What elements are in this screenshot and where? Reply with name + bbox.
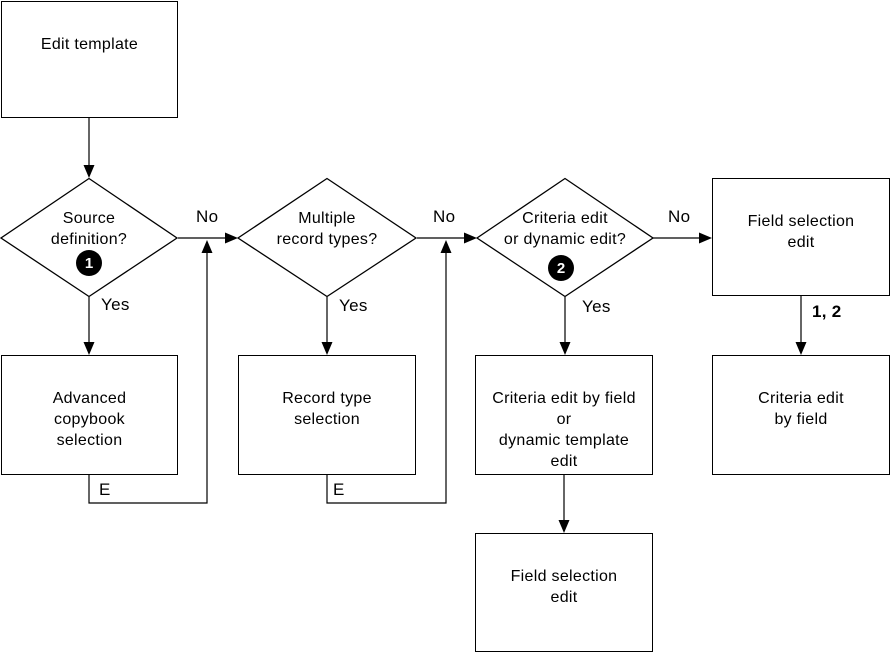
decision-source-definition-label: Source definition? bbox=[50, 210, 128, 248]
arrowhead-down-icon bbox=[559, 342, 571, 355]
node-criteria-edit-dynamic-template: Criteria edit by field or dynamic templa… bbox=[475, 355, 653, 475]
arrowhead-down-icon bbox=[83, 165, 95, 178]
decision-source-definition-shape bbox=[0, 177, 179, 298]
arrowhead-up-icon bbox=[201, 240, 213, 253]
node-field-selection-edit-bottom: Field selection edit bbox=[475, 533, 653, 652]
decision-criteria-or-dynamic-label: Criteria edit or dynamic edit? bbox=[503, 210, 627, 248]
edge-label-record-type-exit: E bbox=[333, 480, 345, 499]
decision-multiple-record-types-label: Multiple record types? bbox=[276, 210, 378, 248]
edge-record-type-return bbox=[326, 252, 447, 504]
edge-label-field-selection-exit: 1, 2 bbox=[812, 302, 842, 321]
arrowhead-down-icon bbox=[321, 342, 333, 355]
decision-multiple-record-types-shape bbox=[236, 177, 418, 298]
marker-2-badge: 2 bbox=[548, 255, 574, 281]
arrowhead-right-icon bbox=[225, 232, 238, 244]
arrowhead-down-icon bbox=[795, 342, 807, 355]
node-record-type-selection: Record type selection bbox=[238, 355, 416, 475]
edge-label-multiple-yes: Yes bbox=[339, 296, 368, 315]
edge-label-multiple-no: No bbox=[433, 207, 456, 226]
node-criteria-edit-by-field: Criteria edit by field bbox=[712, 355, 890, 475]
arrowhead-right-icon bbox=[699, 232, 712, 244]
arrowhead-down-icon bbox=[83, 342, 95, 355]
edge-label-source-yes: Yes bbox=[101, 295, 130, 314]
marker-1-badge: 1 bbox=[76, 250, 102, 276]
edge-label-criteria-yes: Yes bbox=[582, 297, 611, 316]
node-field-selection-edit-top: Field selection edit bbox=[712, 178, 890, 296]
edge-label-criteria-no: No bbox=[668, 207, 691, 226]
edge-advanced-copybook-return bbox=[88, 252, 208, 504]
arrowhead-up-icon bbox=[440, 240, 452, 253]
node-edit-template: Edit template bbox=[1, 1, 178, 118]
node-advanced-copybook-selection: Advanced copybook selection bbox=[1, 355, 178, 475]
edge-label-advanced-copybook-exit: E bbox=[99, 480, 111, 499]
arrowhead-right-icon bbox=[464, 232, 477, 244]
decision-criteria-or-dynamic-shape bbox=[475, 177, 655, 298]
edge-label-source-no: No bbox=[196, 207, 219, 226]
arrowhead-down-icon bbox=[558, 520, 570, 533]
